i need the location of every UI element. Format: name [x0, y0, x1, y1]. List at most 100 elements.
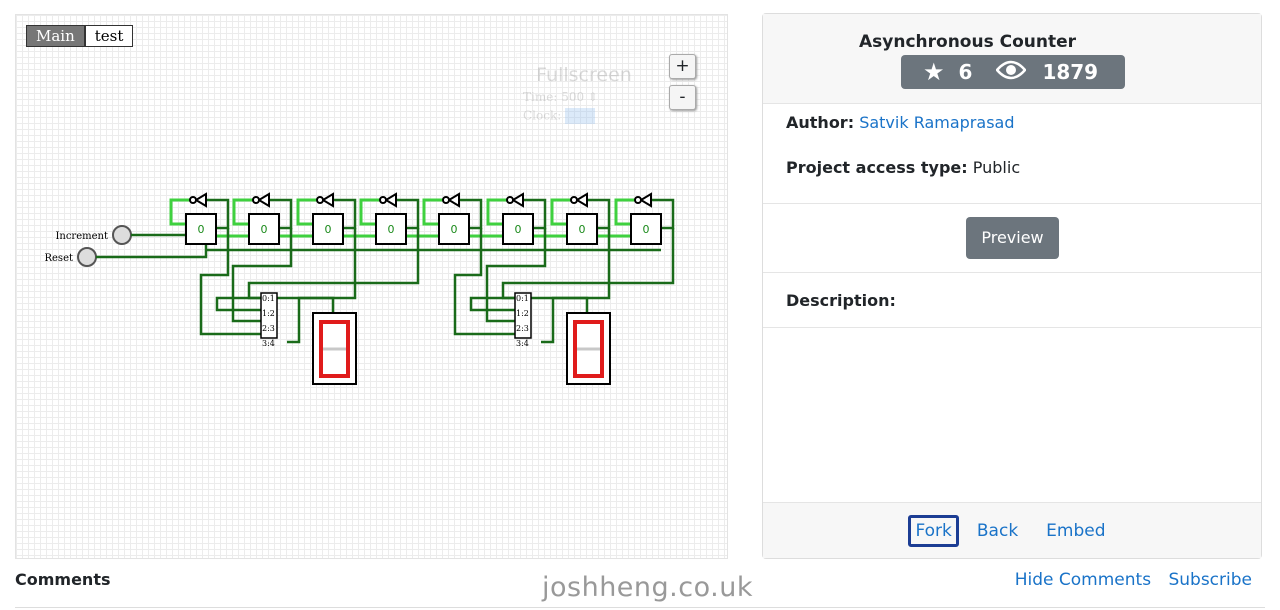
flip-flop	[185, 213, 217, 245]
access-value: Public	[972, 158, 1021, 177]
not-gate	[447, 192, 460, 208]
wire	[287, 296, 335, 344]
wire	[501, 228, 675, 300]
wire	[96, 243, 208, 259]
lit-segments	[573, 320, 604, 378]
project-info: Author: Satvik Ramaprasad Project access…	[763, 104, 1261, 204]
increment-input	[112, 225, 132, 245]
wire	[469, 228, 611, 312]
reset-input	[77, 247, 97, 267]
wire	[651, 198, 675, 230]
preview-section: Preview	[763, 204, 1261, 273]
wire	[215, 228, 357, 312]
not-gate-bubble	[379, 196, 387, 204]
flip-flop	[312, 213, 344, 245]
flip-flop-state: 0	[325, 223, 332, 236]
flip-flop	[630, 213, 662, 245]
project-footer: Fork Back Embed	[763, 502, 1261, 558]
wire	[269, 198, 293, 230]
tab-main[interactable]: Main	[26, 25, 85, 47]
wire	[587, 198, 611, 230]
not-gate-bubble	[189, 196, 197, 204]
clock-toggle[interactable]	[565, 108, 596, 124]
splitter-label: 1:2	[516, 309, 529, 318]
fork-button[interactable]: Fork	[908, 514, 959, 547]
hide-comments-link[interactable]: Hide Comments	[1014, 570, 1152, 590]
increment-label: Increment	[55, 231, 108, 242]
flip-flop	[566, 213, 598, 245]
project-panel: Asynchronous Counter ★ 6 1879 Author: Sa…	[762, 13, 1262, 559]
star-icon[interactable]: ★	[923, 58, 945, 86]
wire	[486, 198, 507, 226]
author-label: Author:	[786, 113, 855, 132]
embed-link[interactable]: Embed	[1046, 520, 1106, 541]
flip-flop-state: 0	[261, 223, 268, 236]
wire	[396, 198, 420, 230]
eye-icon	[995, 60, 1028, 85]
star-count: 6	[958, 60, 973, 84]
time-input[interactable]: 500	[561, 90, 585, 104]
project-header: Asynchronous Counter ★ 6 1879	[763, 14, 1261, 104]
fullscreen-button[interactable]: Fullscreen	[536, 64, 632, 86]
wire	[453, 228, 515, 336]
project-title: Asynchronous Counter	[859, 32, 1077, 52]
access-label: Project access type:	[786, 158, 968, 177]
wire	[485, 228, 547, 323]
wire	[199, 228, 261, 336]
description-label: Description:	[763, 273, 1261, 328]
not-gate	[511, 192, 524, 208]
flip-flop	[248, 213, 280, 245]
wire	[550, 198, 571, 226]
back-link[interactable]: Back	[976, 520, 1019, 541]
wire	[169, 198, 190, 226]
not-gate-bubble	[252, 196, 260, 204]
splitter-label: 0:1	[516, 294, 529, 303]
flip-flop	[438, 213, 470, 245]
fullscreen-panel: Fullscreen Time: 500 ⇕ Clock:	[516, 53, 652, 141]
splitter-label: 2:3	[262, 324, 275, 333]
flip-flop-state: 0	[451, 223, 458, 236]
splitter-label: 0:1	[262, 294, 275, 303]
not-gate	[321, 192, 334, 208]
splitter-label: 3:4	[262, 339, 275, 348]
splitter	[514, 292, 532, 339]
lit-segments	[319, 320, 350, 378]
wire	[247, 228, 420, 300]
subscribe-link[interactable]: Subscribe	[1168, 570, 1252, 590]
wire	[541, 296, 589, 344]
flip-flop-state: 0	[198, 223, 205, 236]
splitter	[260, 292, 278, 339]
time-label: Time:	[523, 90, 558, 104]
preview-button[interactable]: Preview	[966, 217, 1059, 259]
not-gate-bubble	[634, 196, 642, 204]
flip-flop	[375, 213, 407, 245]
wire	[614, 198, 635, 226]
not-gate	[384, 192, 397, 208]
not-gate-bubble	[442, 196, 450, 204]
splitter-label: 2:3	[516, 324, 529, 333]
flip-flop	[502, 213, 534, 245]
wire	[459, 198, 483, 230]
wire	[359, 198, 380, 226]
circuit-tabs: Main test	[26, 25, 134, 47]
not-gate-bubble	[570, 196, 578, 204]
divider	[15, 607, 1265, 608]
zoom-out-button[interactable]: -	[669, 85, 696, 110]
clock-label: Clock:	[523, 108, 562, 123]
wire	[523, 198, 547, 230]
reset-label: Reset	[44, 253, 73, 264]
watermark: joshheng.co.uk	[542, 572, 753, 603]
tab-test[interactable]: test	[84, 25, 134, 47]
wire	[206, 198, 230, 230]
flip-flop-state: 0	[388, 223, 395, 236]
not-gate	[575, 192, 588, 208]
project-stats: ★ 6 1879	[901, 55, 1125, 89]
not-gate-bubble	[316, 196, 324, 204]
wire	[231, 228, 293, 323]
author-link[interactable]: Satvik Ramaprasad	[859, 113, 1015, 132]
zoom-in-button[interactable]: +	[669, 54, 696, 79]
not-gate	[257, 192, 270, 208]
not-gate	[194, 192, 207, 208]
